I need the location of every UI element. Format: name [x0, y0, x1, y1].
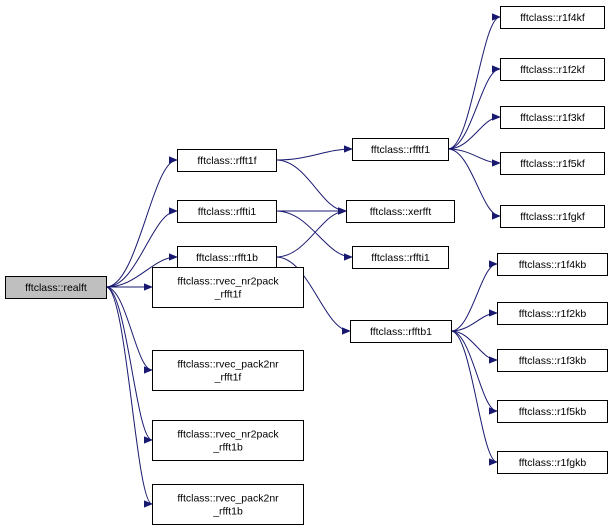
node-label: _rfft1f [214, 289, 242, 301]
node-box [350, 320, 452, 343]
node-label: fftclass::r1f3kb [519, 355, 587, 367]
node-r1fgkb[interactable]: fftclass::r1fgkb [497, 451, 608, 474]
node-r1f3kf[interactable]: fftclass::r1f3kf [500, 106, 605, 129]
node-r1f2kf[interactable]: fftclass::r1f2kf [500, 58, 605, 81]
node-box [152, 350, 304, 391]
node-box [177, 200, 277, 223]
node-label: fftclass::r1f4kf [520, 12, 585, 24]
node-rfft1f[interactable]: fftclass::rfft1f [177, 149, 277, 172]
node-label: fftclass::rfftf1 [371, 144, 430, 156]
node-rvec_nr2pack_rfft1f[interactable]: fftclass::rvec_nr2pack_rfft1f [152, 267, 304, 308]
edge-rfft1f-to-xerfft [275, 159, 347, 211]
node-box [500, 6, 605, 29]
node-label: fftclass::r1f5kb [519, 406, 587, 418]
node-box [497, 302, 608, 325]
edge-layer [105, 17, 501, 504]
edge-rfftb1-to-r1f2kb [450, 313, 498, 332]
node-label: _rfft1b [212, 506, 243, 518]
node-label: fftclass::realft [25, 282, 87, 294]
node-box [500, 152, 605, 175]
node-r1f4kf[interactable]: fftclass::r1f4kf [500, 6, 605, 29]
node-box [500, 58, 605, 81]
node-rffti1_lvl2[interactable]: fftclass::rffti1 [352, 246, 449, 269]
node-label: _rfft1f [214, 372, 242, 384]
node-label: fftclass::rfft1f [197, 155, 256, 167]
node-xerfft[interactable]: fftclass::xerfft [346, 200, 455, 223]
node-label: fftclass::xerfft [370, 206, 432, 218]
node-label: fftclass::r1f5kf [520, 158, 585, 170]
edge-rfftf1-to-r1f3kf [447, 117, 501, 150]
node-label: fftclass::r1f4kb [519, 259, 587, 271]
node-label: fftclass::rffti1 [198, 206, 257, 218]
node-box [177, 149, 277, 172]
node-label: fftclass::rffti1 [371, 252, 430, 264]
edge-rfftb1-to-r1f3kb [450, 330, 498, 360]
node-box [352, 138, 449, 161]
node-label: fftclass::r1fgkb [519, 457, 587, 469]
node-label: fftclass::rvec_nr2pack [177, 276, 279, 288]
node-label: _rfft1b [212, 442, 243, 454]
edge-realft-to-rvec_nr2pack_rfft1b [105, 286, 153, 440]
node-realft[interactable]: fftclass::realft [5, 276, 107, 299]
node-box [352, 246, 449, 269]
edge-rfft1b-to-xerfft [275, 211, 347, 258]
node-box [152, 267, 304, 308]
edge-rfft1f-to-rfftf1 [275, 149, 352, 161]
node-label: fftclass::rvec_pack2nr [177, 359, 279, 371]
node-box [152, 420, 304, 461]
node-r1f5kf[interactable]: fftclass::r1f5kf [500, 152, 605, 175]
edge-rfft1b-to-rfftb1 [275, 256, 351, 331]
node-label: fftclass::r1f2kb [519, 308, 587, 320]
node-rvec_pack2nr_rfft1f[interactable]: fftclass::rvec_pack2nr_rfft1f [152, 350, 304, 391]
edge-realft-to-rfft1f [105, 160, 178, 288]
node-rfftb1[interactable]: fftclass::rfftb1 [350, 320, 452, 343]
node-box [152, 484, 304, 525]
node-r1f4kb[interactable]: fftclass::r1f4kb [497, 253, 608, 276]
node-label: fftclass::r1fgkf [520, 211, 585, 223]
node-label: fftclass::rfftb1 [370, 326, 432, 338]
edge-rffti1_lvl1-to-rffti1_lvl2 [275, 210, 352, 257]
node-r1f5kb[interactable]: fftclass::r1f5kb [497, 400, 608, 423]
node-label: fftclass::rfft1b [196, 252, 258, 264]
edge-rfftf1-to-r1f4kf [447, 17, 501, 150]
edge-rfftb1-to-r1f5kb [450, 330, 498, 411]
node-box [5, 276, 107, 299]
node-label: fftclass::r1f2kf [520, 64, 585, 76]
node-box [497, 253, 608, 276]
node-rfft1b[interactable]: fftclass::rfft1b [177, 246, 277, 269]
edge-rfftf1-to-r1fgkf [447, 148, 501, 216]
edge-realft-to-rffti1_lvl1 [105, 211, 178, 288]
node-layer: fftclass::realftfftclass::rfft1ffftclass… [5, 6, 608, 525]
edge-realft-to-rvec_pack2nr_rfft1b [105, 286, 153, 504]
edge-rfftf1-to-r1f2kf [447, 69, 501, 150]
node-label: fftclass::rvec_nr2pack [177, 429, 279, 441]
node-r1fgkf[interactable]: fftclass::r1fgkf [500, 205, 605, 228]
edge-rfftf1-to-r1f5kf [447, 148, 500, 163]
edge-rfftb1-to-r1f4kb [450, 264, 498, 332]
node-box [500, 106, 605, 129]
edge-realft-to-rfft1b [105, 257, 177, 288]
node-r1f3kb[interactable]: fftclass::r1f3kb [497, 349, 608, 372]
node-label: fftclass::r1f3kf [520, 112, 585, 124]
node-rffti1_lvl1[interactable]: fftclass::rffti1 [177, 200, 277, 223]
node-rfftf1[interactable]: fftclass::rfftf1 [352, 138, 449, 161]
node-rvec_pack2nr_rfft1b[interactable]: fftclass::rvec_pack2nr_rfft1b [152, 484, 304, 525]
node-box [497, 349, 608, 372]
node-rvec_nr2pack_rfft1b[interactable]: fftclass::rvec_nr2pack_rfft1b [152, 420, 304, 461]
node-box [346, 200, 455, 223]
node-label: fftclass::rvec_pack2nr [177, 493, 279, 505]
node-box [497, 400, 608, 423]
edge-realft-to-rvec_pack2nr_rfft1f [105, 286, 153, 370]
node-box [497, 451, 608, 474]
node-box [500, 205, 605, 228]
node-r1f2kb[interactable]: fftclass::r1f2kb [497, 302, 608, 325]
edge-rfftb1-to-r1fgkb [450, 330, 498, 462]
